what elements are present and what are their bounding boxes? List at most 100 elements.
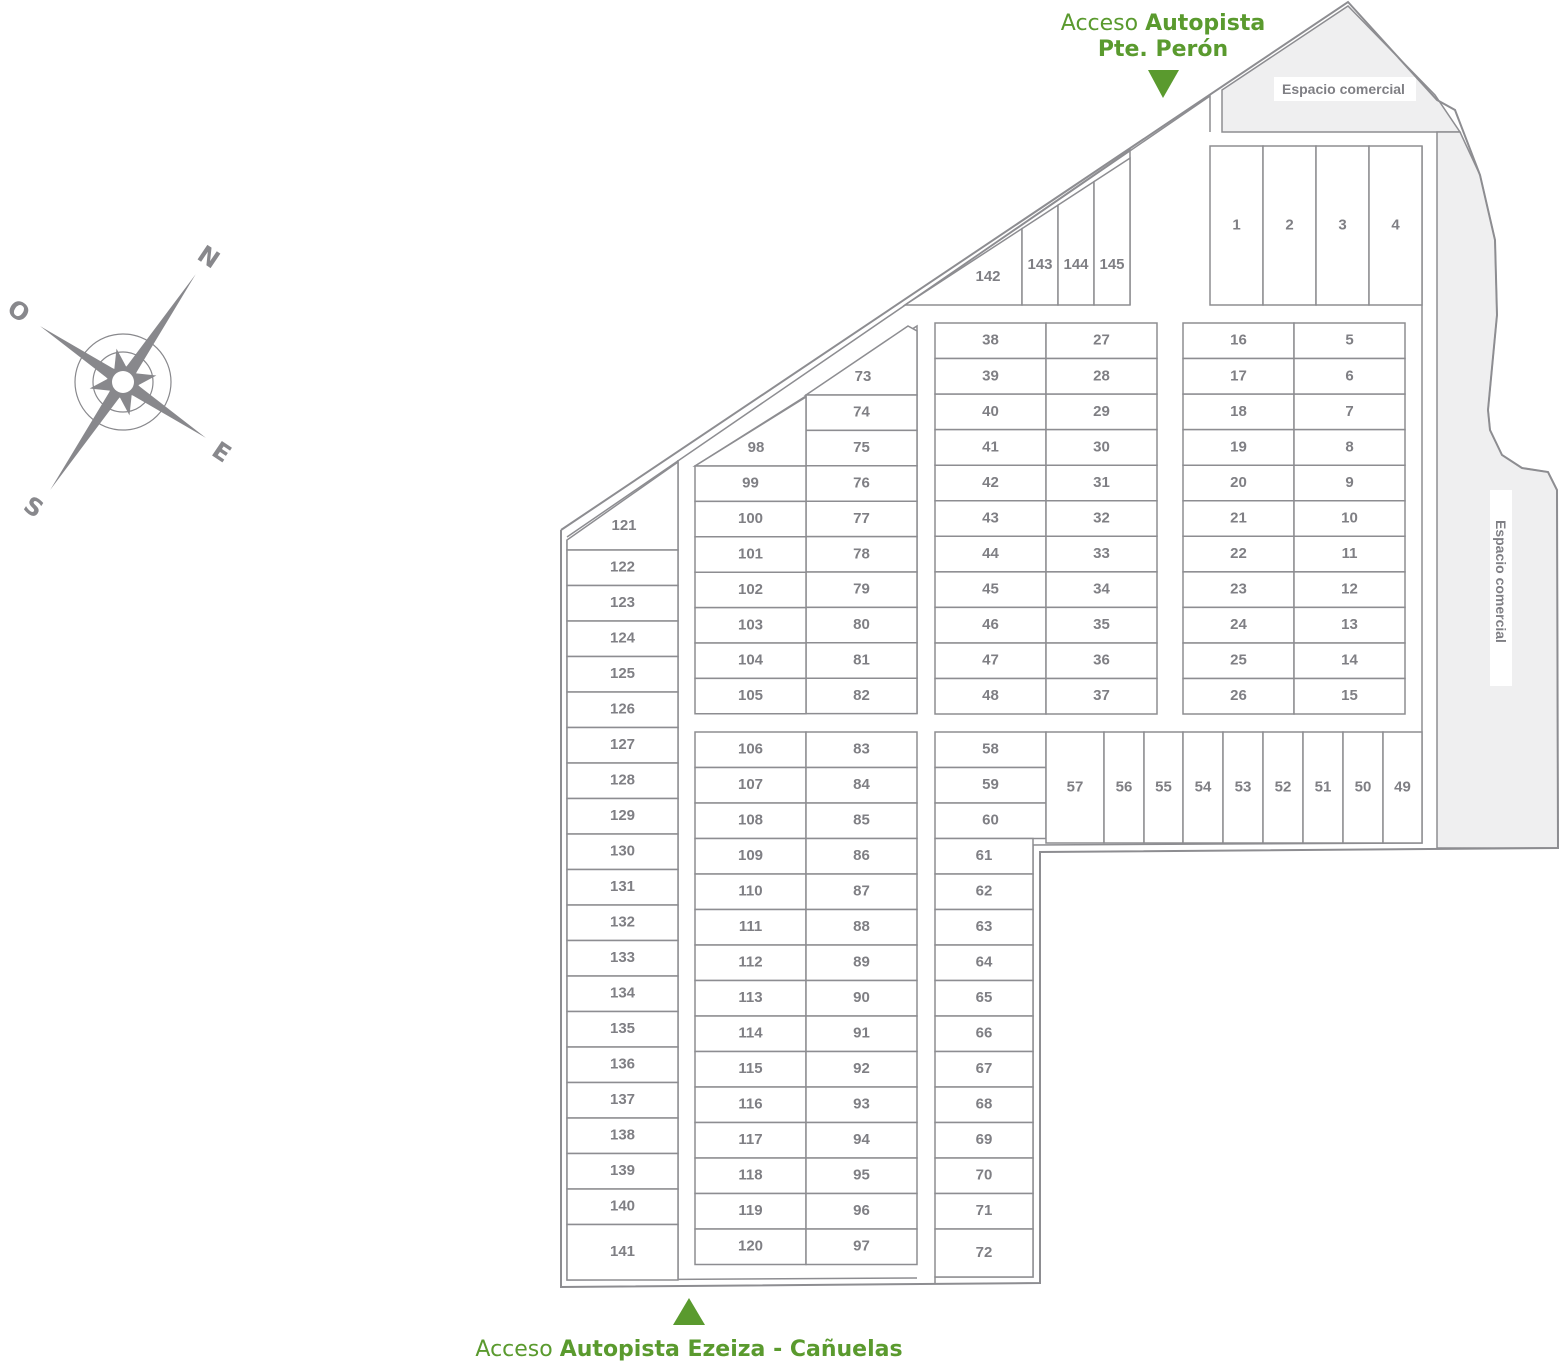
compass-o: O (2, 294, 35, 329)
lot-141[interactable] (566, 1223, 679, 1281)
lot-number: 21 (1230, 509, 1247, 526)
lot-number: 23 (1230, 581, 1247, 598)
lot-number: 109 (738, 847, 763, 864)
arrow-down-icon (1148, 70, 1179, 98)
lot-number: 29 (1093, 403, 1110, 420)
lot-number: 24 (1230, 616, 1247, 633)
lot-number: 18 (1230, 403, 1247, 420)
lot-49[interactable] (1382, 731, 1423, 844)
compass-s: S (19, 491, 49, 524)
lot-145[interactable] (1093, 156, 1131, 306)
lot-number: 11 (1342, 545, 1358, 562)
lot-number: 10 (1341, 509, 1358, 526)
lot-number: 110 (738, 883, 762, 900)
lot-number: 9 (1345, 474, 1353, 491)
lot-number: 91 (853, 1025, 870, 1042)
access-bottom: Acceso Autopista Ezeiza - Cañuelas (475, 1298, 903, 1362)
lot-number: 69 (976, 1131, 993, 1148)
lot-number: 52 (1275, 778, 1292, 795)
lot-number: 99 (742, 475, 759, 492)
lot-number: 13 (1341, 616, 1358, 633)
lot-number: 53 (1235, 778, 1252, 795)
lot-number: 120 (738, 1238, 763, 1255)
lot-number: 33 (1093, 545, 1110, 562)
lot-number: 129 (610, 807, 635, 824)
lot-number: 142 (975, 268, 1000, 285)
lot-number: 84 (853, 776, 870, 793)
lot-number: 75 (853, 439, 870, 456)
lot-number: 58 (982, 741, 999, 758)
lot-number: 43 (982, 509, 999, 526)
lot-number: 137 (610, 1091, 635, 1108)
lot-number: 131 (610, 878, 635, 895)
lot-number: 90 (853, 989, 870, 1006)
lot-number: 46 (982, 616, 999, 633)
lot-number: 56 (1116, 778, 1133, 795)
lot-number: 116 (738, 1096, 762, 1113)
lot-number: 127 (610, 736, 635, 753)
lot-number: 8 (1345, 438, 1353, 455)
lot-number: 35 (1093, 616, 1110, 633)
lot-number: 51 (1315, 778, 1332, 795)
lot-144[interactable] (1057, 180, 1095, 306)
lot-number: 28 (1093, 367, 1110, 384)
commercial-label-bg (1490, 490, 1512, 686)
lot-number: 71 (976, 1202, 993, 1219)
lot-number: 98 (748, 439, 765, 456)
lot-number: 138 (610, 1127, 635, 1144)
lot-number: 57 (1067, 778, 1084, 795)
lot-number: 25 (1230, 652, 1247, 669)
lot-number: 145 (1099, 256, 1124, 273)
lot-105[interactable] (694, 677, 807, 715)
lot-142[interactable] (902, 227, 1023, 306)
lot-4[interactable] (1368, 145, 1423, 306)
lot-number: 94 (853, 1131, 870, 1148)
lot-37[interactable] (1045, 677, 1158, 715)
lot-number: 55 (1155, 778, 1172, 795)
lot-number: 125 (610, 665, 635, 682)
lot-number: 50 (1355, 778, 1372, 795)
lot-number: 34 (1093, 581, 1110, 598)
lot-number: 136 (610, 1056, 635, 1073)
lot-121[interactable] (566, 460, 679, 551)
lot-number: 143 (1027, 256, 1052, 273)
lot-number: 112 (738, 954, 762, 971)
lot-number: 113 (738, 989, 762, 1006)
lot-number: 73 (855, 368, 872, 385)
lot-number: 122 (610, 559, 635, 576)
lot-number: 54 (1195, 778, 1212, 795)
lot-number: 76 (853, 474, 870, 491)
lot-number: 93 (853, 1096, 870, 1113)
lot-number: 85 (853, 812, 870, 829)
lot-number: 121 (611, 517, 636, 534)
lot-number: 2 (1285, 216, 1293, 233)
lot-number: 40 (982, 403, 999, 420)
lot-72[interactable] (934, 1228, 1034, 1278)
lot-number: 49 (1394, 778, 1411, 795)
lot-number: 100 (738, 510, 763, 527)
lot-number: 105 (738, 687, 763, 704)
lot-number: 118 (738, 1167, 762, 1184)
access-top-prefix: Acceso (1061, 11, 1145, 36)
lot-number: 60 (982, 812, 999, 829)
lot-number: 128 (610, 772, 635, 789)
lot-number: 14 (1341, 652, 1358, 669)
lot-number: 64 (976, 954, 993, 971)
lot-number: 17 (1230, 367, 1247, 384)
access-top-bold: Autopista (1145, 11, 1265, 36)
lot-number: 41 (982, 438, 999, 455)
lot-number: 77 (853, 510, 870, 527)
lot-number: 144 (1063, 256, 1089, 273)
lot-97[interactable] (805, 1228, 918, 1266)
lot-number: 16 (1230, 332, 1247, 349)
lot-15[interactable] (1293, 677, 1406, 715)
lot-number: 79 (853, 581, 870, 598)
lot-number: 130 (610, 843, 635, 860)
lot-number: 115 (738, 1060, 762, 1077)
lot-number: 92 (853, 1060, 870, 1077)
lot-number: 86 (853, 847, 870, 864)
lot-number: 88 (853, 918, 870, 935)
arrow-up-icon (673, 1298, 705, 1325)
